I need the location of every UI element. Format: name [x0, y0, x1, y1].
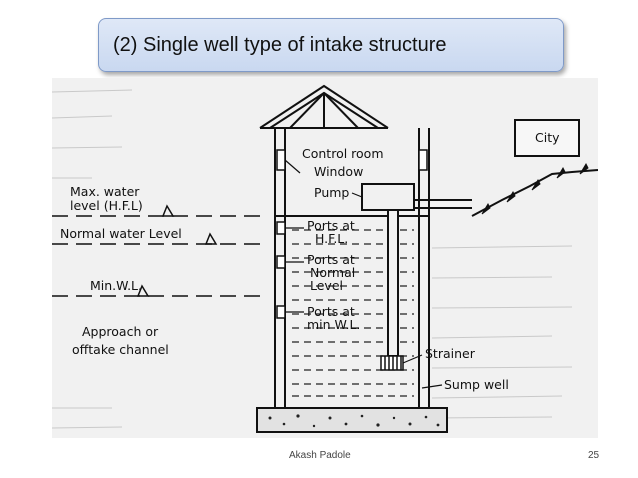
scan-texture [52, 89, 573, 429]
foundation [256, 407, 448, 433]
water-level-lines [52, 215, 260, 297]
ports-min-label-2: min W.L. [307, 317, 360, 332]
min-water-label: Min.W.L. [90, 278, 142, 293]
author-footer: Akash Padole [289, 450, 351, 461]
strainer-icon [380, 355, 404, 371]
leader-lines [284, 159, 443, 389]
intake-diagram-drawing: City Control room Window Pump Max. water… [52, 84, 598, 433]
intake-diagram: City Control room Window Pump Max. water… [52, 78, 598, 438]
hillside [471, 169, 598, 217]
level-markers [136, 204, 218, 297]
sump-well-label: Sump well [444, 377, 509, 392]
well-walls [274, 128, 430, 408]
ports-normal-label-3: Level [310, 278, 343, 293]
ports-hfl-label: Ports at [307, 218, 355, 233]
page-number: 25 [588, 450, 600, 461]
roof-truss [259, 84, 389, 129]
ports-min-label: Ports at [307, 304, 355, 319]
city-label: City [535, 130, 560, 145]
max-water-label: Max. water [70, 184, 140, 199]
control-room-label: Control room [302, 146, 384, 161]
slide-title-box: (2) Single well type of intake structure [98, 18, 564, 72]
port-icon [276, 221, 286, 319]
approach-label-2: offtake channel [72, 342, 169, 357]
ports-normal-label-2: Normal [310, 265, 355, 280]
pump-label: Pump [314, 185, 349, 200]
strainer-label: Strainer [425, 346, 476, 361]
pump-icon [361, 183, 472, 357]
normal-water-label: Normal water Level [60, 226, 182, 241]
ports-normal-label: Ports at [307, 252, 355, 267]
slide-title: (2) Single well type of intake structure [113, 34, 447, 56]
hill-hatching [481, 162, 589, 215]
max-water-label-2: level (H.F.L) [70, 198, 143, 213]
city-box [514, 119, 580, 157]
approach-label: Approach or [82, 324, 159, 339]
ports-hfl-label-2: H.F.L. [315, 231, 348, 246]
window-label: Window [314, 164, 363, 179]
